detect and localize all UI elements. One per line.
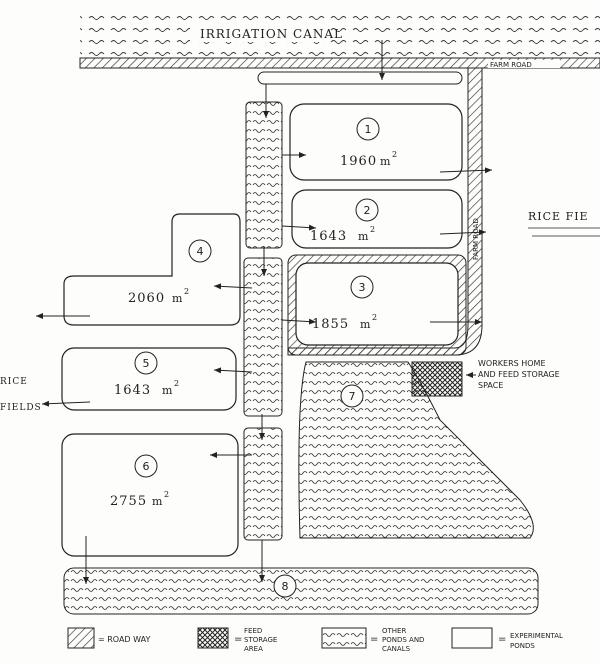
pond-3-number: 3 bbox=[359, 281, 366, 294]
legend-exp-swatch bbox=[451, 627, 493, 649]
pond-5-sup: 2 bbox=[174, 379, 180, 388]
pond-2 bbox=[291, 189, 463, 249]
farm-road-side-label: FARM ROAD bbox=[472, 218, 480, 260]
pond-1 bbox=[289, 103, 463, 181]
svg-text:=: = bbox=[234, 634, 242, 645]
rice-field-left-bottom: FIELDS bbox=[0, 403, 42, 413]
pond-5-unit: m bbox=[162, 384, 173, 397]
feeder-canal-3 bbox=[243, 427, 283, 541]
legend-feed-3: AREA bbox=[244, 645, 263, 653]
pond-6-number: 6 bbox=[143, 460, 150, 473]
pond-3 bbox=[295, 262, 459, 346]
pond-5 bbox=[61, 347, 237, 411]
pond-8 bbox=[63, 567, 539, 615]
rice-field-right: RICE FIE bbox=[528, 210, 589, 223]
svg-text:=: = bbox=[498, 634, 506, 645]
pond-3-unit: m bbox=[360, 318, 371, 331]
feeder-canal-1 bbox=[245, 101, 283, 249]
workers-label-1: WORKERS HOME bbox=[478, 359, 546, 368]
flow-arrows bbox=[36, 40, 493, 584]
legend-other-1: OTHER bbox=[382, 627, 406, 635]
legend-road-label: = ROAD WAY bbox=[98, 635, 150, 644]
pond-labels: 1 1960 m 2 2 1643 m 2 3 1855 m 2 4 2060 … bbox=[110, 117, 398, 598]
workers-label-2: AND FEED STORAGE bbox=[478, 370, 560, 379]
pond-2-unit: m bbox=[358, 230, 369, 243]
pond-1-unit: m bbox=[380, 155, 391, 168]
legend-exp-1: EXPERIMENTAL bbox=[510, 632, 563, 640]
pond-5-area: 1643 bbox=[114, 383, 151, 398]
pond-8-number: 8 bbox=[282, 580, 289, 593]
legend-feed-1: FEED bbox=[244, 627, 262, 635]
pond-6-area: 2755 bbox=[110, 494, 147, 509]
pond-7-number: 7 bbox=[349, 390, 356, 403]
pond-3-sup: 2 bbox=[372, 313, 378, 322]
legend-feed-swatch bbox=[197, 627, 229, 649]
pond-3-area: 1855 bbox=[312, 317, 349, 332]
svg-text:=: = bbox=[370, 634, 378, 645]
legend: = ROAD WAY = FEED STORAGE AREA = OTHER P… bbox=[67, 627, 563, 653]
farm-road-top: FARM ROAD bbox=[79, 57, 600, 69]
pond-4 bbox=[63, 213, 241, 326]
pond-6 bbox=[61, 433, 239, 557]
pond-2-number: 2 bbox=[364, 204, 371, 217]
pond-4-area: 2060 bbox=[128, 291, 165, 306]
irrigation-canal: IRRIGATION CANAL bbox=[80, 14, 600, 58]
pond-1-number: 1 bbox=[365, 123, 372, 136]
legend-road-swatch bbox=[67, 627, 95, 649]
pond-6-unit: m bbox=[152, 495, 163, 508]
rice-field-left-top: RICE bbox=[0, 377, 28, 387]
legend-feed-2: STORAGE bbox=[244, 636, 277, 644]
pond-4-sup: 2 bbox=[184, 287, 190, 296]
pond-2-sup: 2 bbox=[370, 225, 376, 234]
farm-road-top-label: FARM ROAD bbox=[490, 61, 532, 69]
legend-other-3: CANALS bbox=[382, 645, 411, 653]
pond-1-sup: 2 bbox=[392, 150, 398, 159]
pond-6-sup: 2 bbox=[164, 490, 170, 499]
canal-label: IRRIGATION CANAL bbox=[200, 27, 343, 41]
pond-1-area: 1960 bbox=[340, 154, 377, 169]
legend-other-swatch bbox=[321, 627, 367, 649]
feeder-canal-2 bbox=[243, 257, 283, 417]
pond-4-number: 4 bbox=[197, 245, 204, 258]
legend-other-2: PONDS AND bbox=[382, 636, 424, 644]
workers-home-block bbox=[411, 361, 463, 397]
farm-road-side: FARM ROAD bbox=[287, 67, 483, 356]
pond-5-number: 5 bbox=[143, 357, 150, 370]
workers-label-3: SPACE bbox=[478, 381, 503, 390]
pond-4-unit: m bbox=[172, 292, 183, 305]
distribution-canal-top bbox=[257, 71, 463, 85]
pond-2-area: 1643 bbox=[310, 229, 347, 244]
legend-exp-2: PONDS bbox=[510, 642, 535, 650]
